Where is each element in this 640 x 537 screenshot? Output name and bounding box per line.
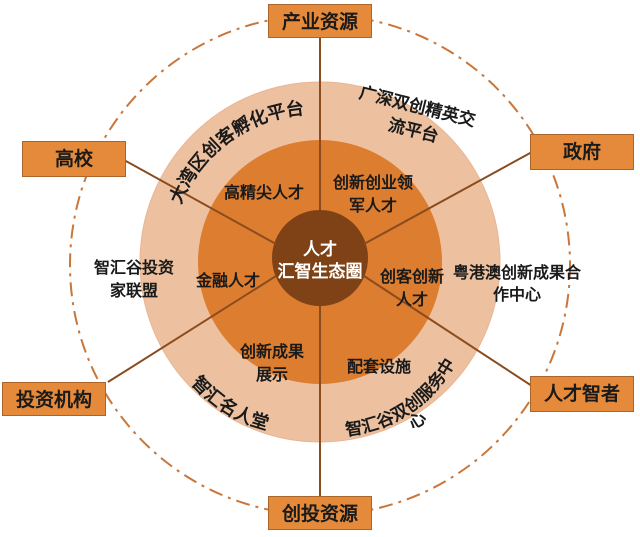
inner-label-jinrong: 金融人才 — [195, 271, 260, 290]
spoke-upper-right — [363, 151, 533, 245]
box-zhengfu: 政府 — [530, 134, 634, 170]
inner-label-gaojingjian: 高精尖人才 — [224, 183, 304, 202]
spoke-lower-right — [363, 275, 533, 387]
outer-label-touzi-lianmeng-2: 家联盟 — [110, 281, 158, 300]
inner-label-chengguo-2: 展示 — [256, 365, 288, 384]
inner-label-chengguo-1: 创新成果 — [239, 342, 304, 361]
box-gaoxiao: 高校 — [22, 141, 126, 177]
outer-label-yuegangao-2: 作中心 — [493, 285, 541, 304]
center-label-line1: 人才 — [303, 239, 337, 260]
inner-label-lingjun-2: 军人才 — [349, 196, 397, 215]
outer-label-touzi-lianmeng-1: 智汇谷投资 — [94, 258, 174, 277]
box-rencai-zhizhe: 人才智者 — [530, 376, 634, 412]
dashed-outer-circle — [69, 14, 571, 516]
box-chanye-ziyuan: 产业资源 — [268, 4, 372, 38]
inner-label-peitao: 配套设施 — [347, 357, 411, 376]
outer-label-yuegangao-1: 粤港澳创新成果合 — [453, 263, 582, 282]
spoke-upper-left — [123, 159, 277, 245]
inner-label-lingjun-1: 创新创业领 — [332, 173, 413, 192]
center-label-line2: 汇智生态圈 — [278, 261, 363, 282]
spokes — [107, 34, 533, 500]
inner-label-chuangke-2: 人才 — [396, 290, 428, 309]
box-touzi-jigou: 投资机构 — [2, 382, 106, 416]
center-circle — [272, 210, 368, 306]
box-chuangtou-ziyuan: 创投资源 — [268, 496, 372, 530]
inner-label-chuangke-1: 创客创新 — [379, 267, 444, 286]
spoke-lower-left — [107, 275, 277, 383]
